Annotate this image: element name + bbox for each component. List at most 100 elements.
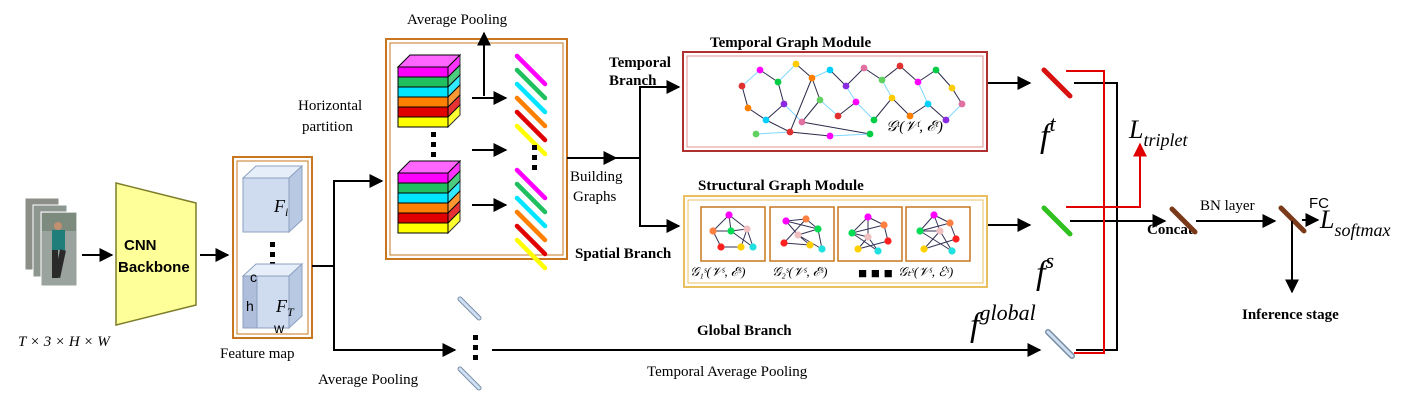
stack-layer-2-5: [397, 222, 449, 234]
spatial-branch-label: Spatial Branch: [575, 246, 672, 262]
tgraph-node: [774, 78, 782, 86]
concat-label: Concat: [1147, 222, 1193, 238]
tgraph-node: [826, 132, 834, 140]
sgraph-node: [952, 235, 960, 243]
tgraph-node: [808, 74, 816, 82]
tgraph-edge: [741, 69, 761, 87]
sgraph-node: [948, 247, 956, 255]
structural-graph-label-1: 𝒢₁ˢ(𝒱ˢ, ℰˢ): [690, 264, 745, 279]
temporal-feature-label: ft: [1040, 111, 1056, 155]
tgraph-node: [932, 66, 940, 74]
tgraph-node: [786, 128, 794, 136]
stripe-2-5: [514, 237, 548, 271]
global-feature-bar: [1045, 329, 1075, 359]
structural-module-title: Structural Graph Module: [698, 178, 864, 194]
tgraph-node: [834, 112, 842, 120]
stack-layer-1-4: [397, 106, 449, 118]
tgraph-node: [866, 130, 874, 138]
tgraph-node: [756, 66, 764, 74]
tgraph-edge: [863, 67, 883, 81]
tgraph-node: [942, 116, 950, 124]
tgraph-node: [744, 104, 752, 112]
stack-layer-2-2: [397, 192, 449, 204]
building-line2: Graphs: [573, 189, 616, 205]
tgraph-node: [860, 64, 868, 72]
temporal-module-title: Temporal Graph Module: [710, 35, 871, 51]
sgraph-node: [946, 219, 954, 227]
sgraph-edge: [939, 230, 953, 252]
tgraph-edge: [777, 81, 785, 105]
structural-graph-label-2: 𝒢₂ˢ(𝒱ˢ, ℰˢ): [772, 264, 827, 279]
spatial-feature-label: fs: [1036, 248, 1054, 292]
stack-layer-1-1: [397, 76, 449, 88]
tgraph-edge: [881, 79, 893, 99]
sgraph-node: [854, 245, 862, 253]
fc-label: FC: [1309, 195, 1329, 212]
stripe-2-1: [514, 181, 548, 215]
sgraph-edge: [851, 216, 869, 234]
tgraph-node: [792, 60, 800, 68]
tgraph-node: [878, 76, 886, 84]
sgraph-node: [794, 231, 802, 239]
structural-graph-label-T: 𝒢ₜˢ(𝒱ˢ, ℰˢ): [898, 264, 953, 279]
tgraph-node: [958, 100, 966, 108]
temporal-branch-line2: Branch: [609, 73, 657, 89]
partition-label-line2: partition: [302, 119, 353, 135]
stripe-2-2: [514, 195, 548, 229]
tgraph-edge: [783, 103, 803, 123]
stack-side-1-5: [447, 103, 461, 129]
partition-box: [385, 38, 568, 260]
sgraph-node: [806, 241, 814, 249]
tgraph-edge: [899, 65, 919, 83]
sgraph-node: [920, 245, 928, 253]
stripe-1-1: [514, 67, 548, 101]
sgraph-edge: [730, 230, 754, 248]
stack-layer-1-2: [397, 86, 449, 98]
stack-layer-1-3: [397, 96, 449, 108]
sgraph-edge: [919, 222, 951, 232]
tgraph-edge: [747, 107, 767, 121]
sgraph-edge: [923, 230, 941, 250]
tgraph-edge: [777, 63, 797, 83]
tgraph-edge: [935, 69, 953, 89]
sgraph-panel-1: [700, 206, 766, 262]
tgraph-node: [888, 94, 896, 102]
inference-stage-label: Inference stage: [1242, 307, 1339, 323]
tgraph-edge: [801, 99, 821, 123]
sgraph-node: [727, 227, 735, 235]
tgraph-node: [738, 82, 746, 90]
feature-top-var: Fi: [273, 196, 288, 219]
sgraph-edge: [712, 214, 730, 232]
tgraph-edge: [855, 101, 875, 121]
sgraph-node: [725, 211, 733, 219]
stripe-1-5: [514, 123, 548, 157]
feature-dim-c: c: [250, 269, 257, 285]
sgraph-edge: [785, 220, 819, 230]
fc-bar: [1278, 205, 1307, 234]
sgraph-node: [743, 225, 751, 233]
feature-dim-w: w: [273, 320, 285, 336]
sgraph-panel-2: [769, 206, 835, 262]
tgraph-node: [906, 112, 914, 120]
backbone-label-line1: CNN: [124, 237, 157, 254]
temporal-branch-line1: Temporal: [609, 55, 671, 71]
tgraph-edge: [755, 131, 791, 135]
tgraph-edge: [909, 103, 929, 117]
global-branch-label: Global Branch: [697, 323, 792, 339]
building-line1: Building: [570, 169, 623, 185]
partition-stacks: [396, 53, 462, 235]
sgraph-edge: [851, 232, 879, 252]
sgraph-node: [737, 243, 745, 251]
tgraph-edge: [873, 97, 893, 121]
structural-module-box: [683, 195, 988, 288]
feature-dim-h: h: [246, 298, 254, 314]
sgraph-node: [874, 247, 882, 255]
sgraph-node: [814, 225, 822, 233]
tgraph-edge: [881, 65, 901, 81]
tgraph-node: [752, 130, 760, 138]
temporal-graph: [738, 60, 966, 140]
feature-bottom-var: FT: [275, 296, 295, 319]
sgraph-node: [864, 213, 872, 221]
stack-layer-2-1: [397, 182, 449, 194]
